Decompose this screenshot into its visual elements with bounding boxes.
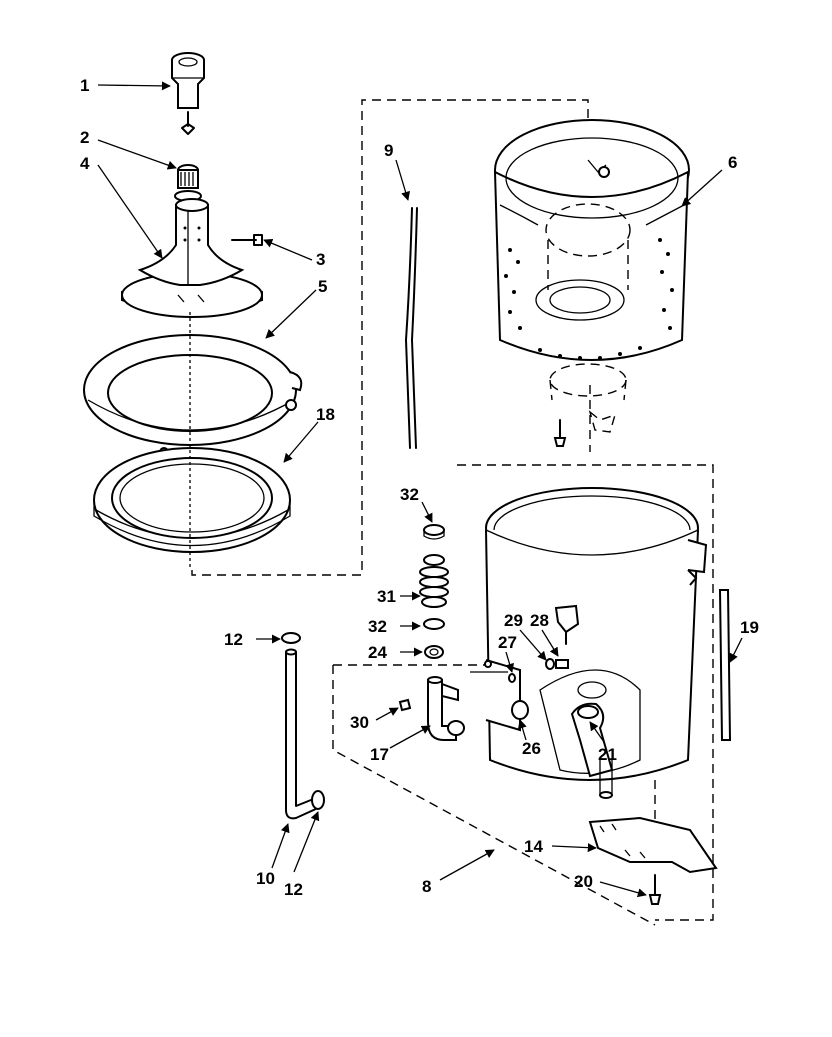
drain-hose-edge — [411, 207, 418, 449]
callout-10: 10 — [256, 869, 275, 888]
callout-6: 6 — [728, 153, 737, 172]
callout-30: 30 — [350, 713, 369, 732]
callout-28: 28 — [530, 611, 549, 630]
basket-perforations — [504, 238, 674, 360]
callout-32-lower: 32 — [368, 617, 387, 636]
balance-ring-part — [93, 447, 291, 553]
callout-32-upper: 32 — [400, 485, 419, 504]
agitator-cam-part — [174, 164, 202, 202]
callout-4: 4 — [80, 154, 90, 173]
outer-tub-part — [485, 487, 708, 799]
clamp-lower-part — [423, 618, 445, 630]
washer-27-part — [508, 673, 516, 683]
agitator-part — [121, 198, 263, 318]
callout-14: 14 — [524, 837, 543, 856]
agitator-cap-part — [171, 52, 205, 135]
ring-seal-part — [83, 334, 303, 457]
callout-labels: 1 2 4 3 5 18 6 9 32 31 32 24 30 17 12 10… — [80, 76, 759, 899]
callout-20: 20 — [574, 872, 593, 891]
callout-3: 3 — [316, 250, 325, 269]
callout-19: 19 — [740, 618, 759, 637]
callout-1: 1 — [80, 76, 89, 95]
callout-21: 21 — [598, 745, 617, 764]
callout-12-upper: 12 — [224, 630, 243, 649]
callout-17: 17 — [370, 745, 389, 764]
callout-26: 26 — [522, 739, 541, 758]
callout-2: 2 — [80, 128, 89, 147]
grommet-part — [424, 645, 444, 659]
callout-29: 29 — [504, 611, 523, 630]
screw-part — [231, 234, 263, 246]
hose-clamp-upper — [281, 632, 301, 644]
pump-hose-part — [285, 651, 319, 820]
tub-strap-part — [718, 589, 732, 741]
hose-clamp-lower — [311, 790, 325, 810]
callout-9: 9 — [384, 141, 393, 160]
callout-31: 31 — [377, 587, 396, 606]
leader-lines — [97, 81, 743, 898]
bellows-part — [419, 554, 449, 608]
screw-28-part — [555, 659, 569, 669]
washer-29-part — [545, 658, 555, 670]
callout-12-lower: 12 — [284, 880, 303, 899]
callout-18: 18 — [316, 405, 335, 424]
callout-5: 5 — [318, 277, 327, 296]
nut-part — [398, 698, 412, 712]
callout-8: 8 — [422, 877, 431, 896]
callout-24: 24 — [368, 643, 387, 662]
motor-shield-part — [588, 816, 718, 874]
clamp-upper-part — [423, 524, 445, 536]
outlet-elbow-part — [427, 676, 465, 741]
spin-basket-part — [493, 119, 690, 447]
drain-hose-part — [405, 207, 413, 449]
callout-27: 27 — [498, 633, 517, 652]
